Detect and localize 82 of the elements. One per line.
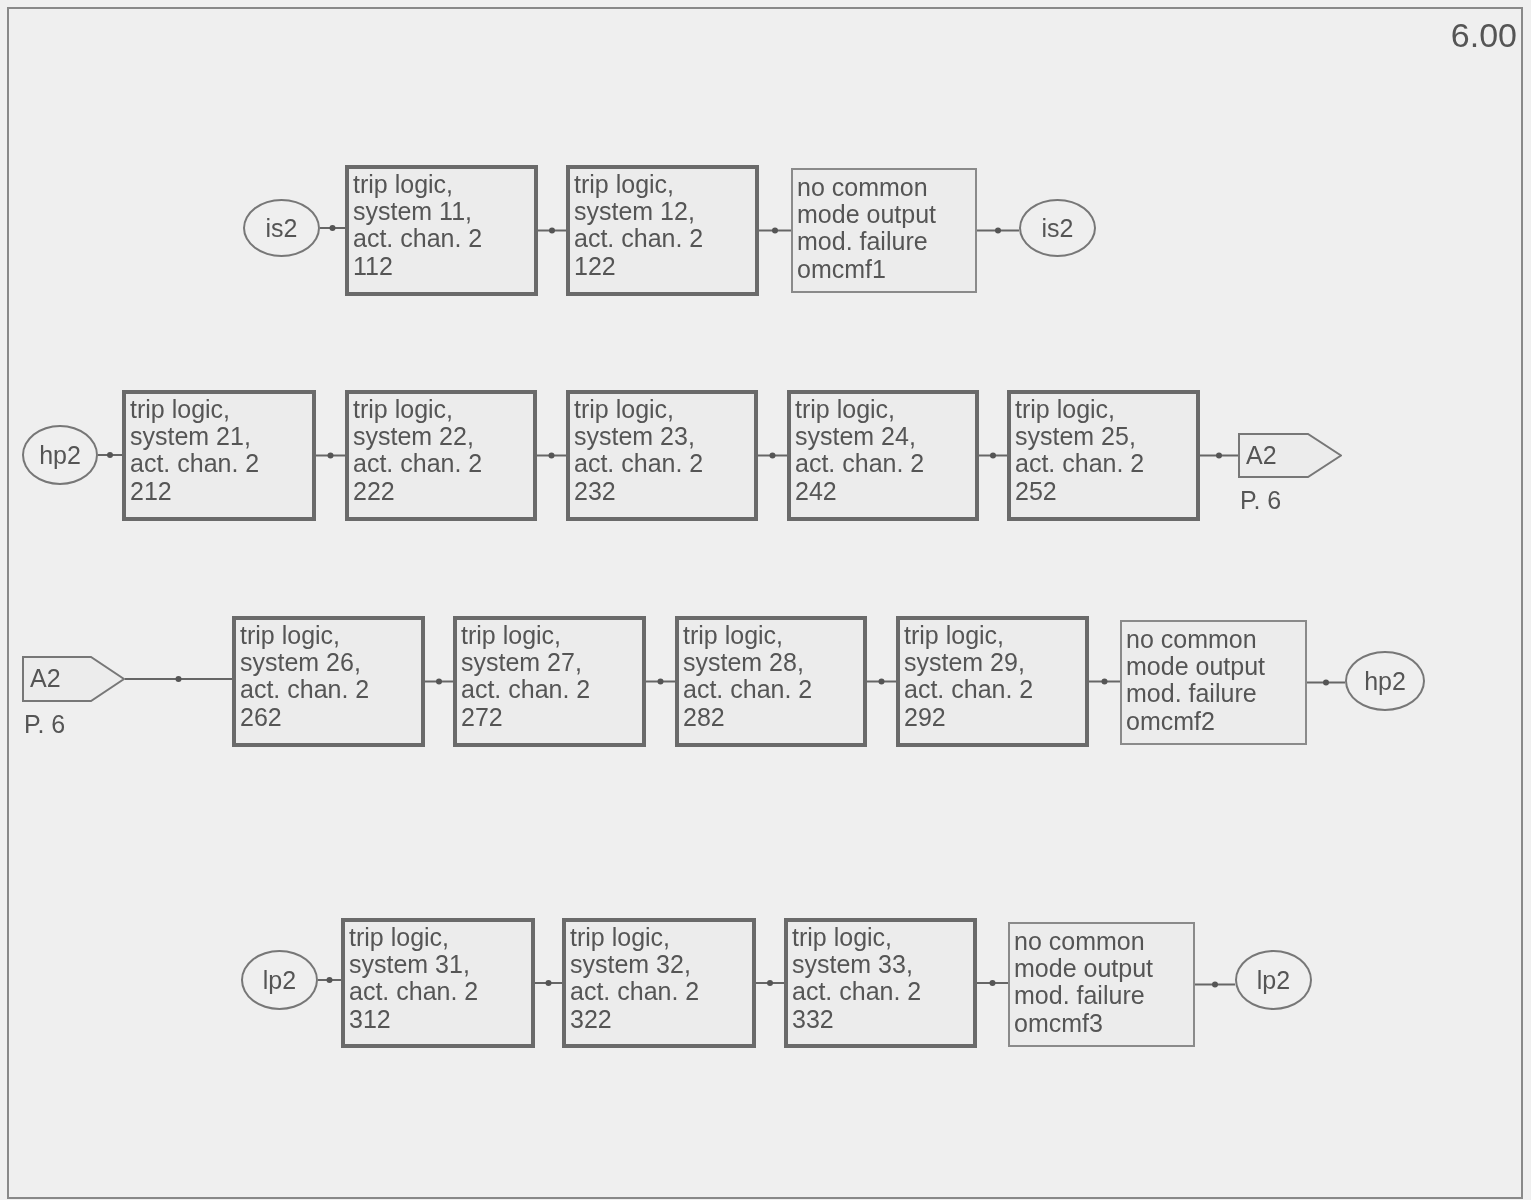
event-id: omcmf1 <box>797 255 887 284</box>
connector-line <box>319 227 346 229</box>
event-id: 222 <box>353 477 396 506</box>
event-description: trip logic, system 23, act. chan. 2 <box>574 396 705 477</box>
event-box <box>784 918 977 1048</box>
event-description: trip logic, system 33, act. chan. 2 <box>792 924 923 1005</box>
event-id: 312 <box>349 1005 392 1034</box>
event-box <box>1007 390 1200 521</box>
connector-line <box>757 454 788 457</box>
connector-line <box>315 454 346 457</box>
event-description: trip logic, system 29, act. chan. 2 <box>904 622 1035 703</box>
event-description: trip logic, system 28, act. chan. 2 <box>683 622 814 703</box>
event-box <box>791 168 977 293</box>
connector-line <box>124 678 233 680</box>
event-description: trip logic, system 22, act. chan. 2 <box>353 396 484 477</box>
event-box <box>122 390 316 521</box>
event-box <box>675 616 867 747</box>
event-description: trip logic, system 32, act. chan. 2 <box>570 924 701 1005</box>
event-id: 272 <box>461 703 504 732</box>
connector-line <box>536 454 567 457</box>
event-id: 292 <box>904 703 947 732</box>
connector-line <box>537 229 567 232</box>
event-id: 212 <box>130 477 173 506</box>
connector-line <box>1088 680 1121 683</box>
connector-line <box>976 229 1020 232</box>
connector-line <box>1194 983 1236 986</box>
event-box <box>345 165 538 296</box>
event-box <box>232 616 425 747</box>
connector-line <box>424 680 454 683</box>
connector-label: is2 <box>1041 213 1074 243</box>
sheet-number: 6.00 <box>1450 16 1517 55</box>
event-box <box>787 390 979 521</box>
event-description: trip logic, system 21, act. chan. 2 <box>130 396 261 477</box>
connector-line <box>978 454 1008 457</box>
event-id: 242 <box>795 477 838 506</box>
connector-line <box>534 982 563 984</box>
event-box <box>341 918 535 1048</box>
connector-label: is2 <box>265 213 298 243</box>
connector-label: hp2 <box>1364 666 1406 696</box>
off-page-connector <box>22 656 125 702</box>
event-description: trip logic, system 26, act. chan. 2 <box>240 622 371 703</box>
page-reference: P. 6 <box>1240 486 1282 515</box>
event-box <box>562 918 756 1048</box>
event-description: trip logic, system 24, act. chan. 2 <box>795 396 926 477</box>
connector-line <box>755 982 785 984</box>
event-id: 252 <box>1015 477 1058 506</box>
connector-line <box>1199 454 1239 457</box>
event-description: trip logic, system 12, act. chan. 2 <box>574 171 705 252</box>
connector-line <box>97 454 123 456</box>
event-box <box>896 616 1089 747</box>
connector-label: A2 <box>30 664 61 693</box>
event-id: 322 <box>570 1005 613 1034</box>
event-box <box>453 616 646 747</box>
event-id: 282 <box>683 703 726 732</box>
event-box <box>566 390 758 521</box>
event-box <box>1008 922 1195 1047</box>
connector-line <box>866 680 897 683</box>
connector-line <box>645 680 676 683</box>
event-description: trip logic, system 25, act. chan. 2 <box>1015 396 1146 477</box>
connector-label: hp2 <box>39 440 81 470</box>
event-description: trip logic, system 31, act. chan. 2 <box>349 924 480 1005</box>
event-id: 112 <box>353 252 394 281</box>
event-description: trip logic, system 27, act. chan. 2 <box>461 622 592 703</box>
event-box <box>1120 620 1307 745</box>
event-id: omcmf3 <box>1014 1009 1104 1038</box>
connector-label: A2 <box>1246 441 1277 470</box>
event-id: omcmf2 <box>1126 707 1216 736</box>
connector-line <box>317 979 342 981</box>
event-id: 232 <box>574 477 617 506</box>
event-id: 122 <box>574 252 617 281</box>
event-id: 262 <box>240 703 283 732</box>
event-id: 332 <box>792 1005 835 1034</box>
connector-line <box>758 229 792 232</box>
event-description: trip logic, system 11, act. chan. 2 <box>353 171 484 252</box>
connector-label: lp2 <box>262 965 297 995</box>
event-box <box>566 165 759 296</box>
connector-label: lp2 <box>1256 965 1291 995</box>
event-box <box>345 390 537 521</box>
connector-line <box>976 982 1009 984</box>
connector-line <box>1306 681 1346 684</box>
page-reference: P. 6 <box>24 710 66 739</box>
off-page-connector <box>1238 433 1342 478</box>
